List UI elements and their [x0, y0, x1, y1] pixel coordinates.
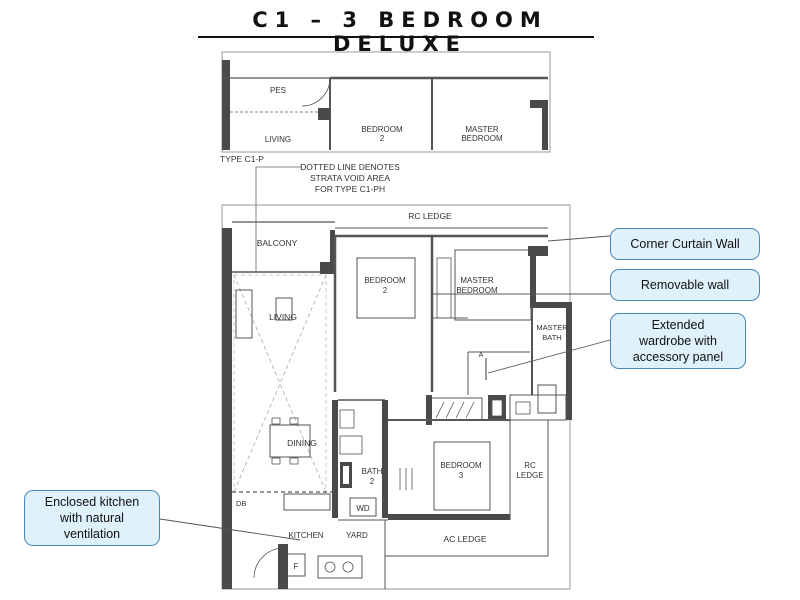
bath2-label: BATH — [362, 467, 383, 476]
bedroom3-label: BEDROOM — [440, 461, 482, 470]
bath2-number: 2 — [370, 477, 375, 486]
rc-ledge-side-label: RC — [524, 461, 536, 470]
bedroom2-number: 2 — [383, 286, 388, 295]
master-bath-label: MASTER — [536, 323, 568, 332]
bedroom3-number: 3 — [459, 471, 464, 480]
callout-corner-curtain-wall: Corner Curtain Wall — [610, 228, 760, 260]
note-line-2: STRATA VOID AREA — [310, 173, 390, 183]
top-living-label: LIVING — [265, 135, 291, 144]
wardrobe-leader — [487, 339, 611, 374]
rc-ledge-top-label: RC LEDGE — [408, 211, 452, 221]
balcony-label: BALCONY — [257, 238, 298, 248]
fridge-label: F — [294, 562, 299, 571]
note-leader — [255, 166, 302, 272]
master-bath-label-2: BATH — [542, 333, 561, 342]
living-label: LIVING — [269, 312, 297, 322]
ac-ledge-label: AC LEDGE — [444, 534, 487, 544]
top-master-label: MASTER — [465, 125, 499, 134]
top-bedroom2-number: 2 — [380, 134, 385, 143]
kitchen-leader — [159, 518, 301, 541]
callout-removable-wall: Removable wall — [610, 269, 760, 301]
db-label: DB — [236, 499, 246, 508]
wardrobe-a-label: A — [479, 352, 484, 359]
pes-label: PES — [270, 86, 286, 95]
bedroom2-label: BEDROOM — [364, 276, 406, 285]
master-bedroom-label-2: BEDROOM — [456, 286, 498, 295]
title-underline — [198, 36, 594, 38]
kitchen-label: KITCHEN — [288, 531, 323, 540]
callout-enclosed-kitchen: Enclosed kitchen with natural ventilatio… — [24, 490, 160, 546]
callout-extended-wardrobe: Extended wardrobe with accessory panel — [610, 313, 746, 369]
curtain-wall-leader — [547, 235, 611, 242]
top-master-label-2: BEDROOM — [461, 134, 503, 143]
type-label: TYPE C1-P — [220, 154, 264, 164]
master-bedroom-label: MASTER — [460, 276, 494, 285]
rc-ledge-side-label-2: LEDGE — [516, 471, 543, 480]
yard-label: YARD — [346, 531, 368, 540]
wd-label: WD — [356, 504, 370, 513]
top-bedroom2-label: BEDROOM — [361, 125, 403, 134]
top-plan — [221, 51, 551, 153]
main-plan — [221, 204, 572, 590]
note-line-3: FOR TYPE C1-PH — [315, 184, 385, 194]
note-line-1: DOTTED LINE DENOTES — [300, 162, 400, 172]
dining-label: DINING — [287, 438, 317, 448]
